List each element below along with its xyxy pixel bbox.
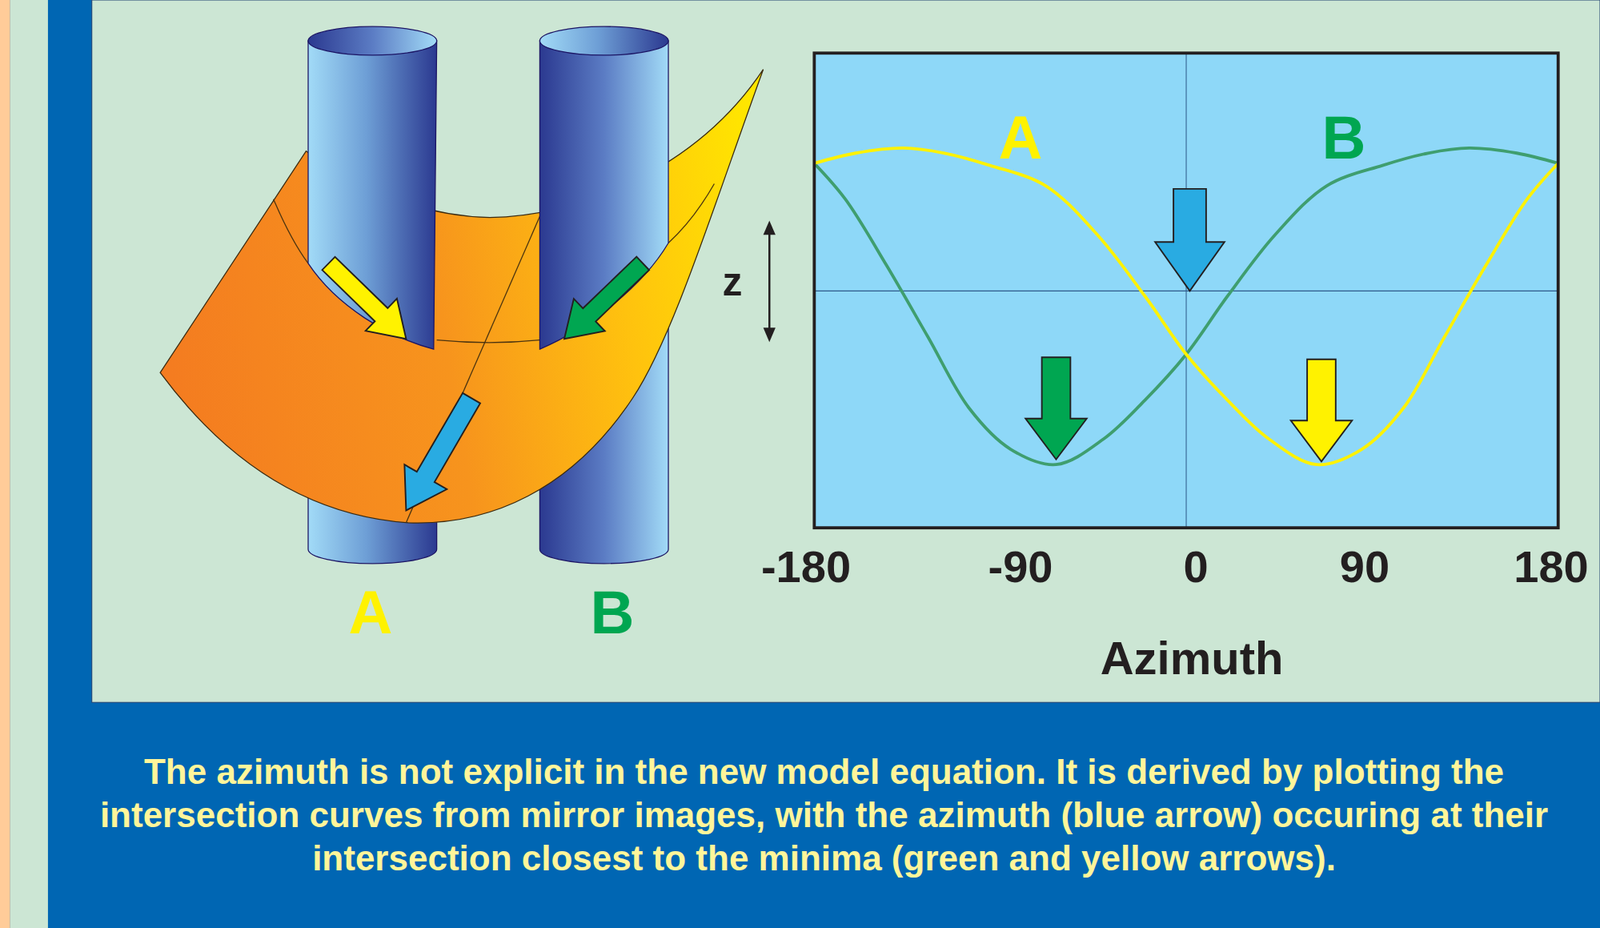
cylinder-label: B: [590, 581, 635, 643]
green-strip: [10, 0, 49, 928]
tick-label: 0: [1182, 544, 1208, 590]
axis-label: z: [722, 261, 743, 302]
z-arrow-line: [768, 230, 771, 332]
curve-a: [814, 148, 1558, 465]
tick-label: -180: [761, 544, 851, 590]
tick-label: -90: [988, 544, 1054, 590]
surface-line: [668, 184, 714, 244]
cylinder-top: [308, 26, 438, 56]
cylinder-body: [539, 40, 669, 349]
orange-strip: [0, 0, 11, 928]
yellow-arrow: [1291, 359, 1352, 462]
surface-line: [437, 340, 541, 343]
cylinder-label: A: [348, 581, 393, 643]
green-arrow: [1025, 356, 1087, 460]
panel: [92, 0, 1600, 702]
z-arrow-head: [763, 220, 776, 235]
tick-label: 90: [1339, 544, 1390, 590]
curve-b: [814, 148, 1558, 465]
chart-area: [814, 52, 1558, 528]
green-arrow: [564, 256, 650, 340]
cylinder-body: [308, 40, 438, 349]
curve-label: B: [1322, 107, 1367, 169]
blue-arrow: [1154, 188, 1225, 292]
curve-label: A: [998, 107, 1043, 169]
z-arrow-head: [763, 327, 776, 342]
cylinder-top: [539, 26, 669, 56]
grid-line: [814, 290, 1558, 292]
curves: [814, 148, 1558, 465]
caption-band: The azimuth is not explicit in the new m…: [48, 701, 1600, 928]
parabolic-surface: [160, 69, 763, 523]
grid-line: [1186, 52, 1187, 528]
chart-frame: [814, 52, 1558, 528]
blue-arrow: [404, 392, 481, 511]
caption: The azimuth is not explicit in the new m…: [67, 749, 1581, 879]
axis-title: Azimuth: [1100, 634, 1284, 682]
tick-label: 180: [1513, 544, 1588, 590]
surface-line: [273, 199, 309, 264]
yellow-arrow: [321, 256, 406, 340]
